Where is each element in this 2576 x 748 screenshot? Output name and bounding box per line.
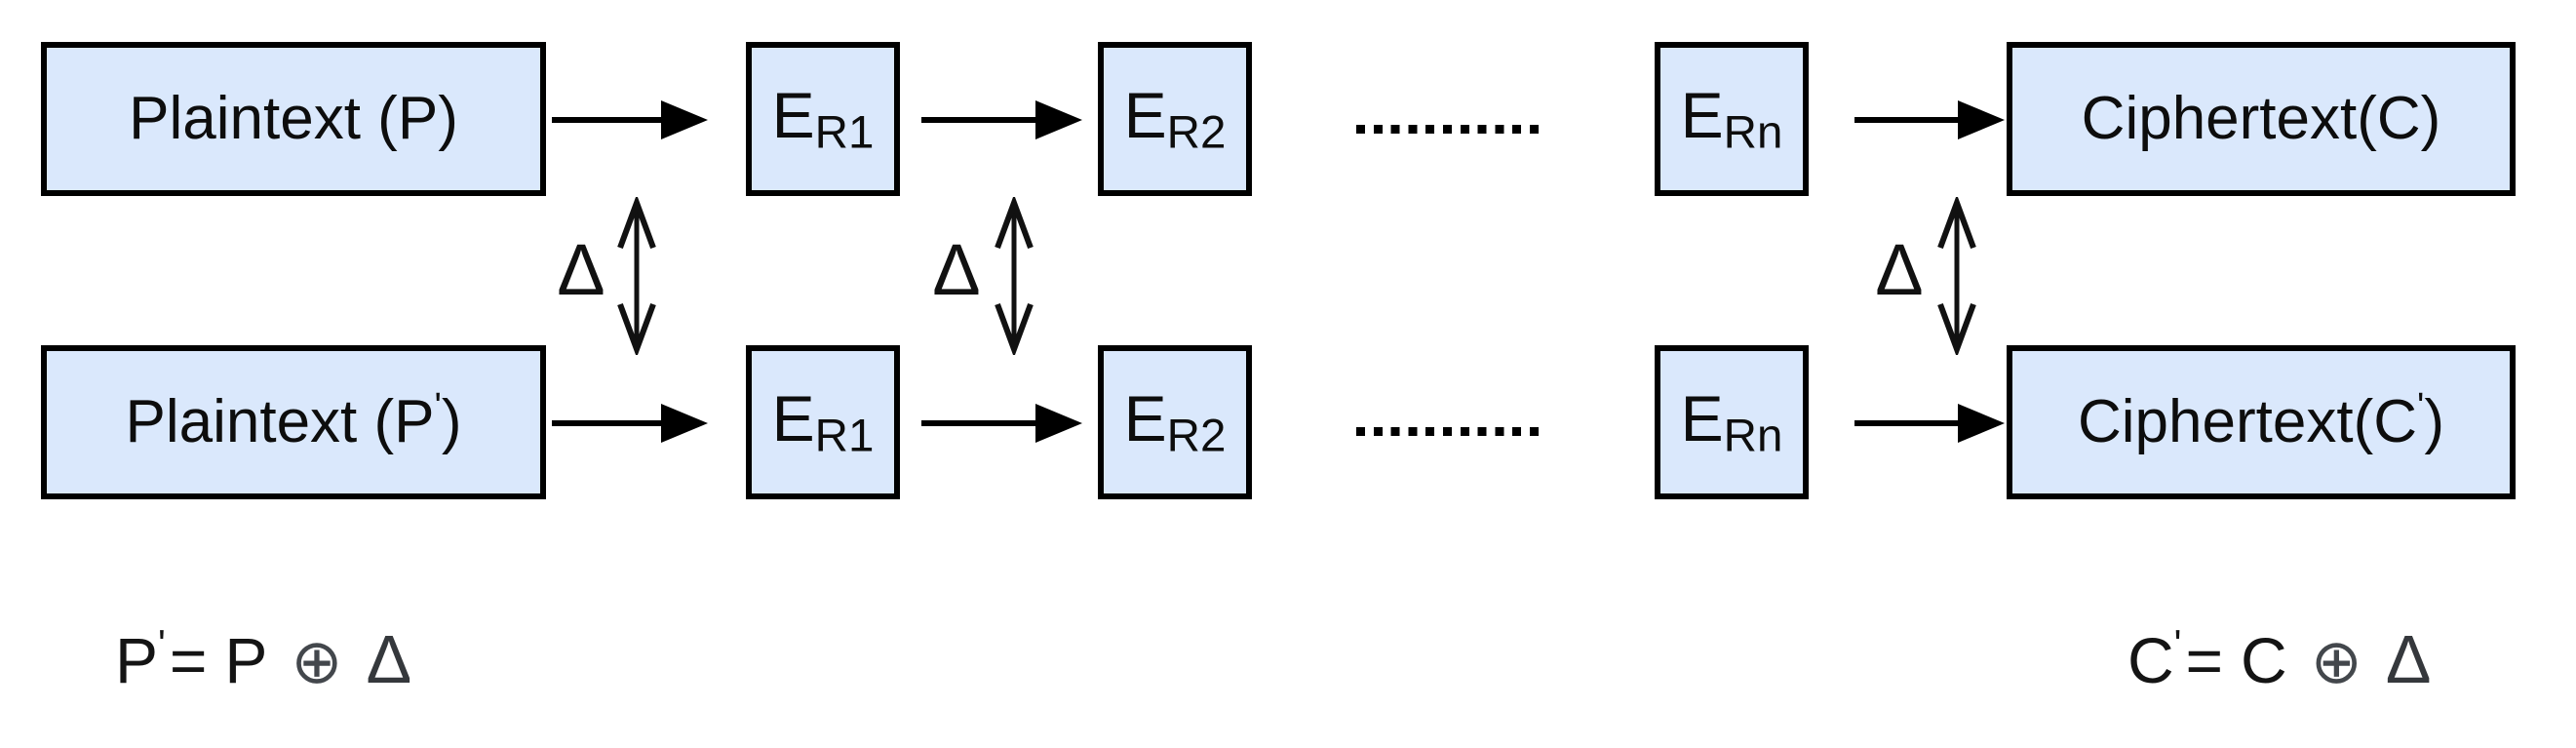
arrow-plaintext-to-er1-top bbox=[552, 100, 708, 139]
round-ern-label: ERn bbox=[1680, 78, 1783, 158]
formula-rhs: C bbox=[2241, 624, 2287, 696]
arrow-ern-to-ciphertext-bottom bbox=[1854, 404, 2005, 443]
ciphertext-c-label: Ciphertext(C) bbox=[2081, 85, 2441, 152]
round-er1-label: ER1 bbox=[771, 381, 875, 461]
round-er1-box-bottom: ER1 bbox=[746, 345, 900, 499]
arrow-er1-to-er2-top bbox=[921, 100, 1082, 139]
arrow-ern-to-ciphertext-top bbox=[1854, 100, 2005, 139]
equals-sign: = bbox=[169, 624, 208, 696]
round-er2-label: ER2 bbox=[1123, 381, 1227, 461]
delta-symbol-2: Δ bbox=[932, 229, 981, 310]
formula-ciphertext-difference: C'=C⊕Δ bbox=[2127, 621, 2432, 696]
equals-sign: = bbox=[2185, 624, 2224, 696]
formula-lhs: C bbox=[2127, 624, 2174, 696]
round-ern-label: ERn bbox=[1680, 381, 1783, 461]
round-er1-label: ER1 bbox=[771, 78, 875, 158]
plaintext-p-box: Plaintext (P) bbox=[41, 42, 546, 196]
double-arrow-2-icon bbox=[995, 197, 1034, 355]
ciphertext-c-prime-box: Ciphertext(C') bbox=[2007, 345, 2516, 499]
formula-lhs: P bbox=[115, 624, 159, 696]
ellipsis-dots-bottom bbox=[1356, 427, 1539, 436]
round-er2-box-bottom: ER2 bbox=[1098, 345, 1252, 499]
ellipsis-dots-top bbox=[1356, 125, 1539, 134]
xor-icon: ⊕ bbox=[2310, 628, 2362, 696]
round-er2-box-top: ER2 bbox=[1098, 42, 1252, 196]
delta-symbol-3: Δ bbox=[1875, 229, 1924, 310]
plaintext-p-prime-box: Plaintext (P') bbox=[41, 345, 546, 499]
delta-symbol-1: Δ bbox=[557, 229, 605, 310]
round-er2-label: ER2 bbox=[1123, 78, 1227, 158]
formula-plaintext-difference: P'=P⊕Δ bbox=[115, 621, 411, 696]
round-ern-box-bottom: ERn bbox=[1655, 345, 1809, 499]
ciphertext-c-box: Ciphertext(C) bbox=[2007, 42, 2516, 196]
delta-symbol: Δ bbox=[2385, 621, 2432, 697]
xor-icon: ⊕ bbox=[291, 628, 343, 696]
double-arrow-3-icon bbox=[1937, 197, 1976, 355]
round-ern-box-top: ERn bbox=[1655, 42, 1809, 196]
double-arrow-1-icon bbox=[617, 197, 656, 355]
delta-symbol: Δ bbox=[366, 621, 412, 697]
arrow-er1-to-er2-bottom bbox=[921, 404, 1082, 443]
formula-rhs: P bbox=[224, 624, 268, 696]
prime-mark: ' bbox=[158, 621, 166, 667]
ciphertext-c-prime-label: Ciphertext(C') bbox=[2078, 385, 2444, 455]
round-er1-box-top: ER1 bbox=[746, 42, 900, 196]
plaintext-p-prime-label: Plaintext (P') bbox=[125, 385, 462, 455]
prime-mark: ' bbox=[2173, 621, 2182, 667]
arrow-plaintext-to-er1-bottom bbox=[552, 404, 708, 443]
plaintext-p-label: Plaintext (P) bbox=[129, 85, 458, 152]
